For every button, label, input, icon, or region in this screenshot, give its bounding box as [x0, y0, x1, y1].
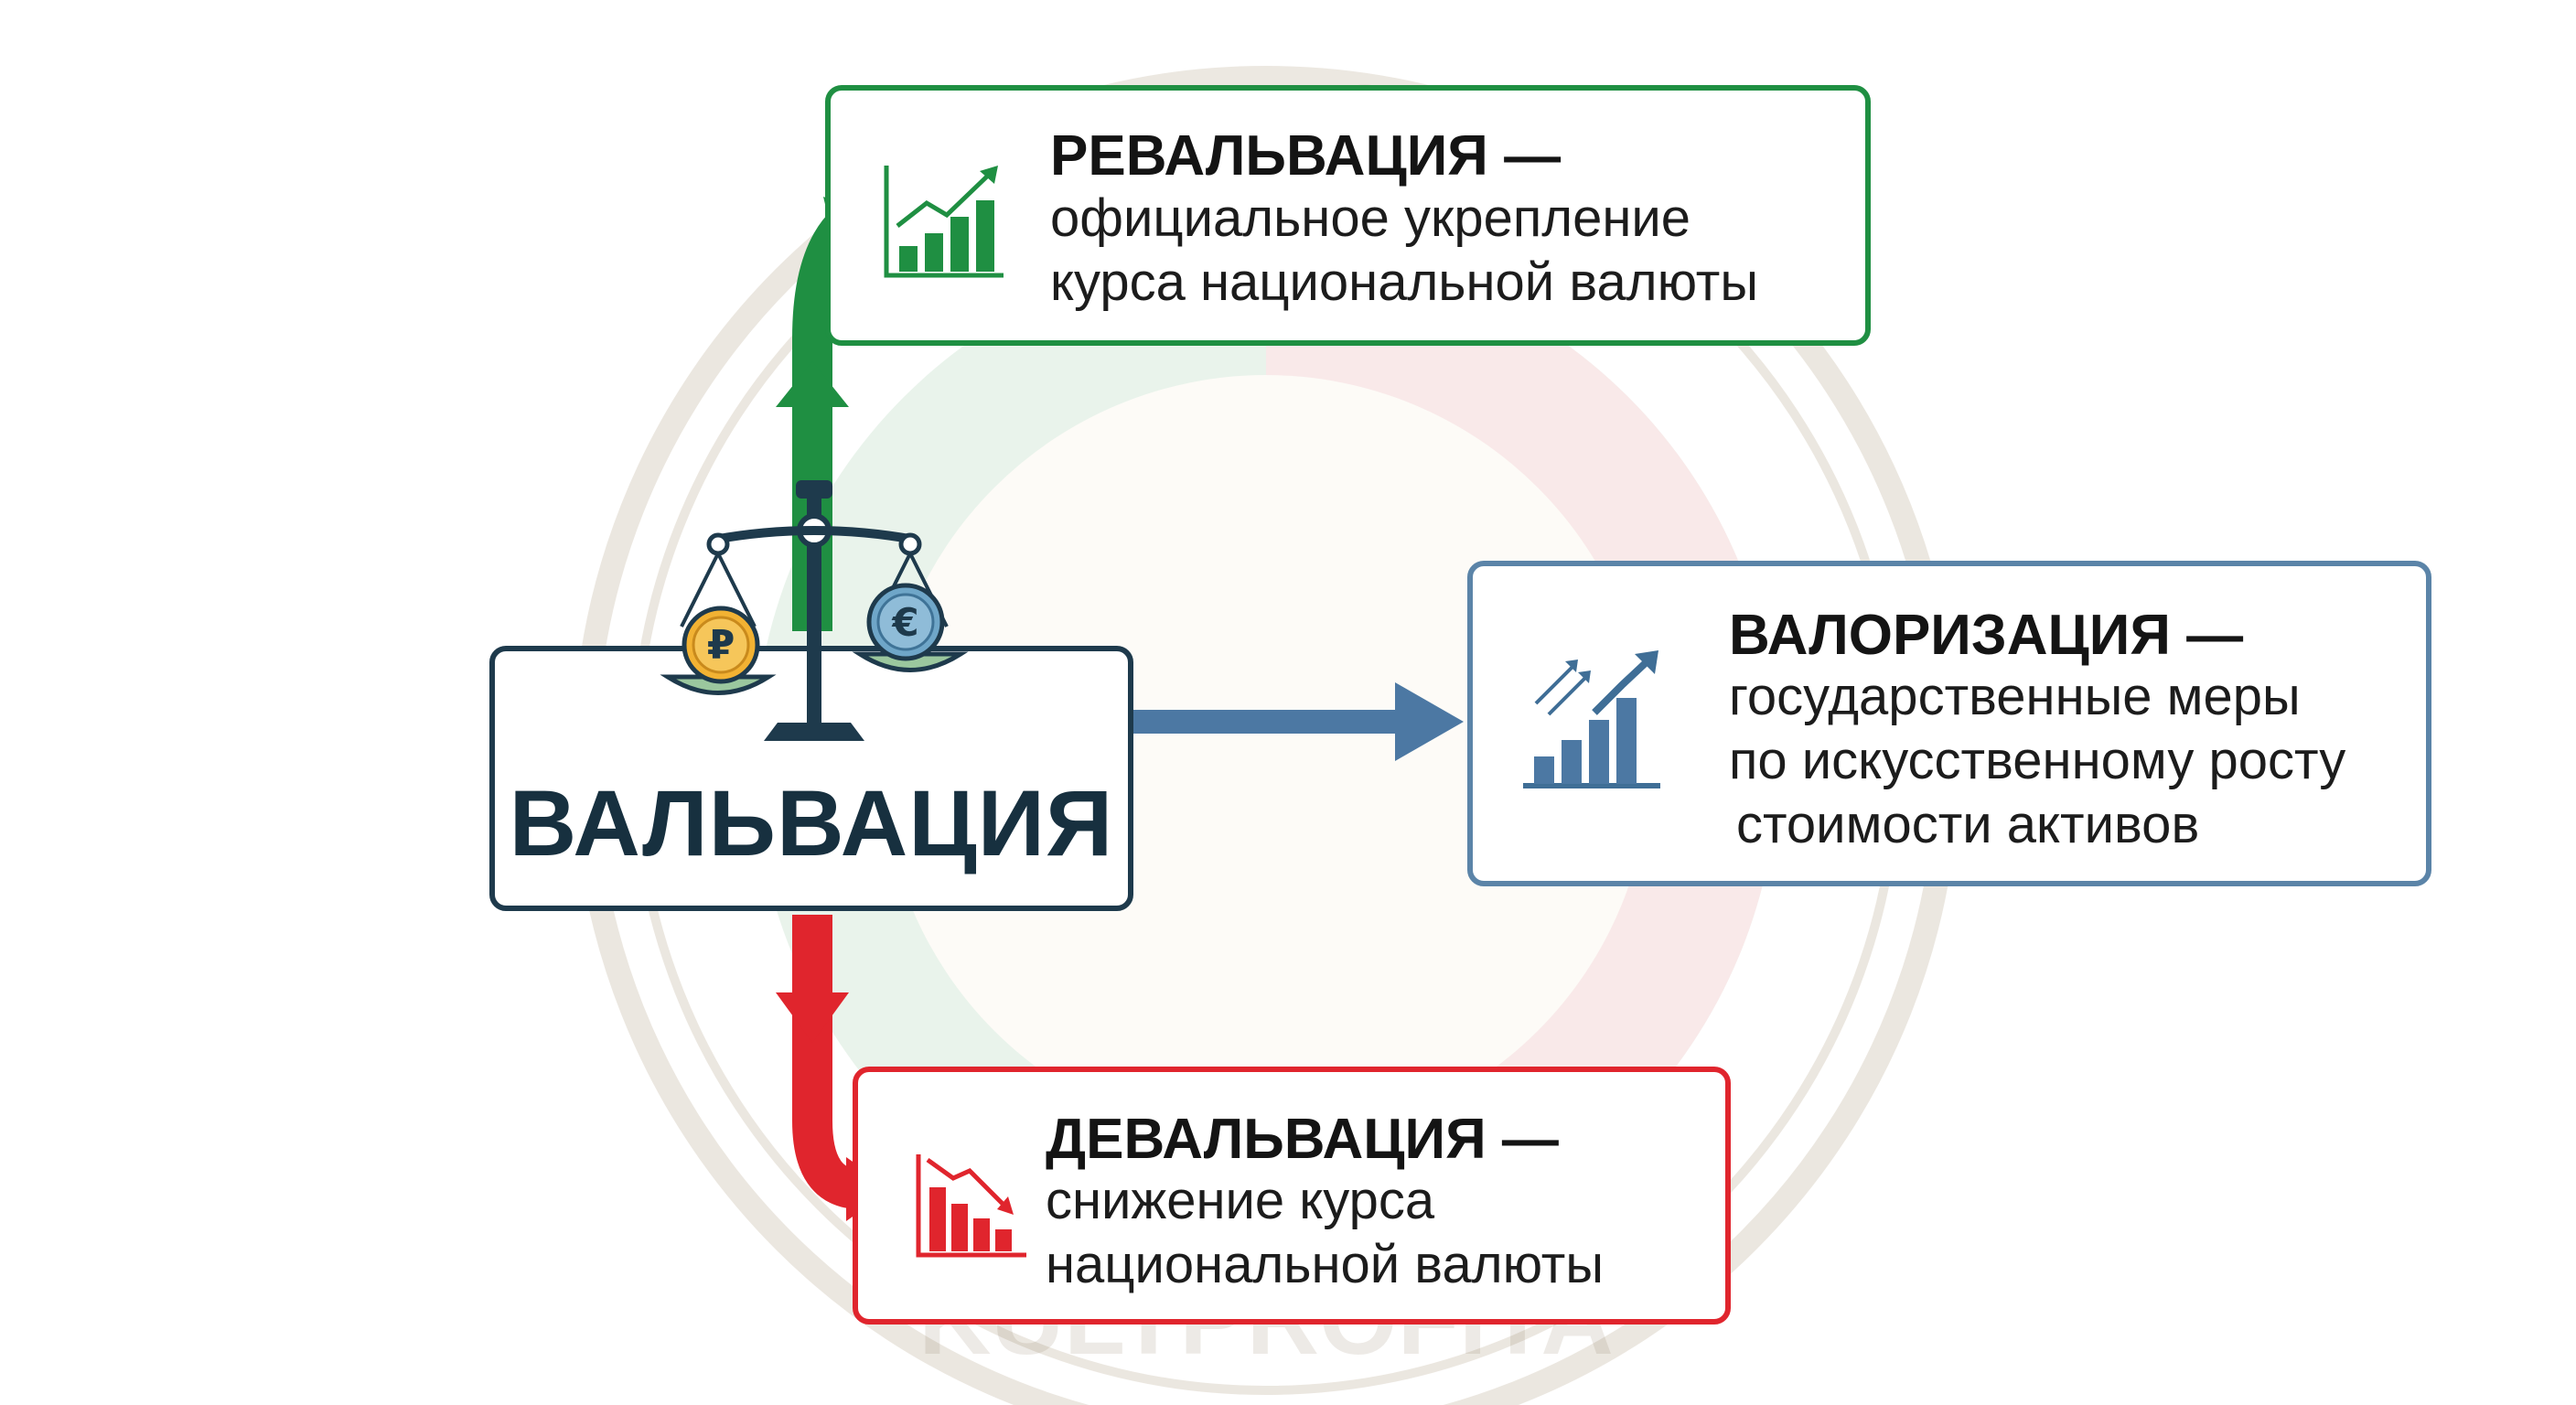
svg-text:€: € [891, 600, 918, 645]
falling-bar-chart-icon [916, 1154, 1026, 1258]
euro-coin-icon: € [866, 583, 945, 661]
arrow-to-revaluation-head-mid [776, 361, 849, 407]
revaluation-line-2: курса национальной валюты [1050, 252, 1759, 312]
valorization-line-1: государственные меры [1729, 667, 2301, 726]
rising-bar-chart-icon [884, 166, 1004, 278]
valorization-description: государственные меры по искусственному р… [1729, 665, 2345, 857]
revaluation-box: РЕВАЛЬВАЦИЯ — официальное укрепление кур… [825, 85, 1871, 346]
devaluation-line-1: снижение курса [1046, 1171, 1435, 1230]
arrow-to-valorization [1133, 710, 1408, 734]
center-title: ВАЛЬВАЦИЯ [509, 771, 1114, 875]
ruble-coin-icon: ₽ [682, 606, 760, 684]
valorization-line-3: стоимости активов [1736, 795, 2200, 854]
svg-text:₽: ₽ [707, 622, 735, 669]
devaluation-description: снижение курса национальной валюты [1046, 1169, 1604, 1297]
revaluation-line-1: официальное укрепление [1050, 188, 1691, 248]
valorization-box: ВАЛОРИЗАЦИЯ — государственные меры по ис… [1467, 561, 2431, 886]
rising-chart-with-arrows-icon [1523, 650, 1660, 788]
arrow-to-devaluation-head-mid [776, 992, 849, 1043]
revaluation-description: официальное укрепление курса национально… [1050, 187, 1758, 315]
devaluation-term: ДЕВАЛЬВАЦИЯ — [1046, 1108, 1559, 1171]
arrow-to-valorization-head [1395, 682, 1464, 761]
devaluation-box: ДЕВАЛЬВАЦИЯ — снижение курса национально… [853, 1067, 1731, 1325]
devaluation-line-2: национальной валюты [1046, 1235, 1605, 1294]
valorization-line-2: по искусственному росту [1729, 731, 2346, 790]
valorization-term: ВАЛОРИЗАЦИЯ — [1729, 604, 2244, 667]
revaluation-term: РЕВАЛЬВАЦИЯ — [1050, 124, 1562, 188]
